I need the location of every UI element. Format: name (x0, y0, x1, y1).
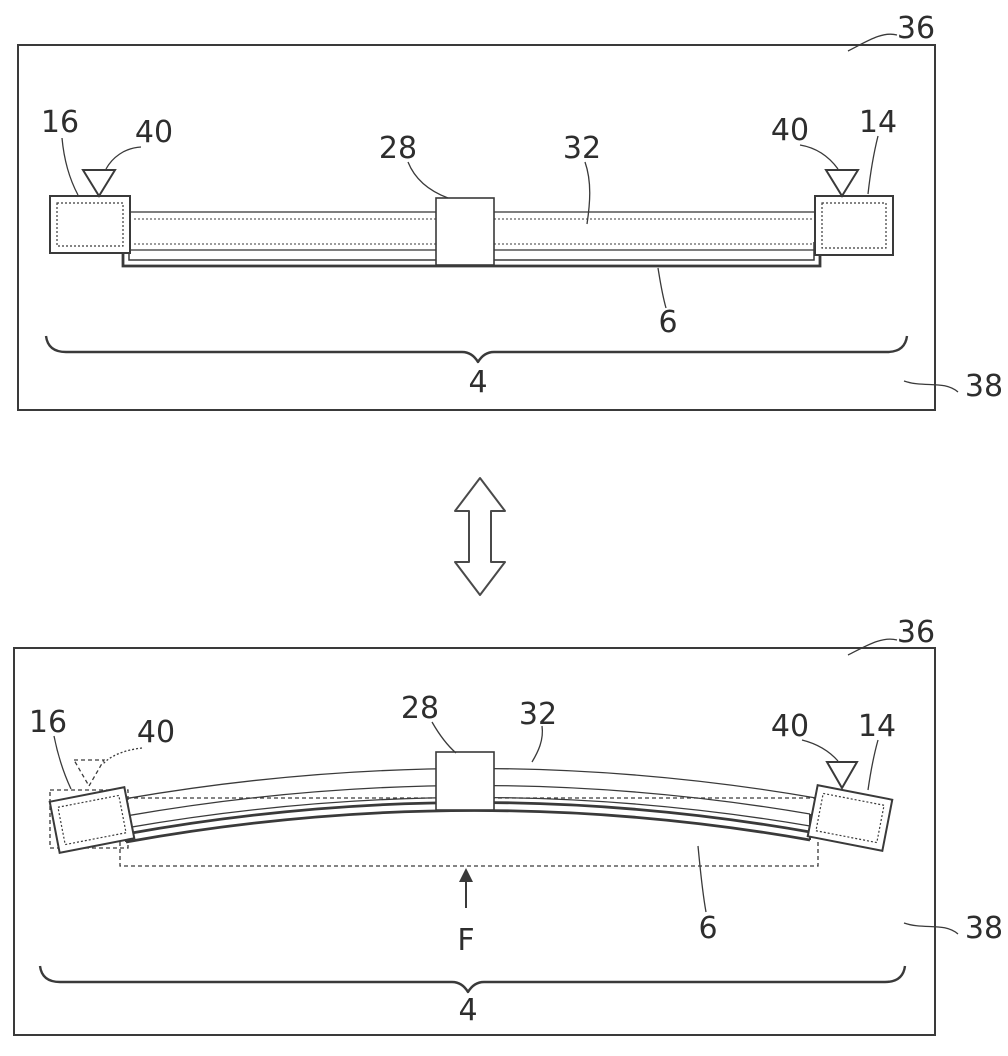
bottom-leader-36 (847, 638, 898, 656)
top-label-4: 4 (468, 365, 487, 400)
double-arrow-icon (454, 477, 506, 596)
top-leader-36 (847, 33, 898, 52)
top-leader-6 (657, 267, 667, 309)
bottom-enclosure-rect (13, 647, 936, 1036)
top-left-block-inner (56, 202, 124, 247)
bottom-label-32: 32 (519, 697, 557, 732)
top-right-block-inner (821, 202, 887, 249)
bottom-center-block (435, 751, 495, 811)
bottom-label-28: 28 (401, 691, 439, 726)
top-leader-38 (903, 380, 959, 393)
bottom-right-block-inner (815, 792, 885, 844)
bottom-leader-40-left (102, 747, 143, 765)
bottom-label-16: 16 (29, 705, 67, 740)
bottom-right-block (806, 784, 894, 852)
bottom-label-14: 14 (858, 709, 896, 744)
top-label-40-left: 40 (135, 115, 173, 150)
bottom-label-38: 38 (965, 911, 1003, 946)
bottom-label-40-right: 40 (771, 709, 809, 744)
bottom-right-nozzle-triangle (825, 761, 859, 791)
bottom-left-block (48, 786, 136, 854)
force-arrow-head (459, 868, 473, 882)
top-label-6: 6 (658, 305, 677, 340)
top-brace (44, 335, 909, 364)
top-center-block (435, 197, 495, 266)
bottom-plate-lower (125, 809, 811, 844)
bottom-leader-38 (903, 922, 959, 935)
bottom-leader-14 (867, 739, 879, 791)
bottom-brace (38, 965, 907, 994)
bottom-label-6: 6 (698, 911, 717, 946)
bottom-right-block-group (806, 784, 894, 852)
bottom-leader-16 (53, 735, 72, 790)
top-label-40-right: 40 (771, 113, 809, 148)
top-enclosure-rect (17, 44, 936, 411)
top-label-14: 14 (859, 105, 897, 140)
top-right-nozzle-triangle (824, 169, 860, 198)
bottom-left-block-group (48, 786, 136, 854)
bottom-leader-28 (431, 721, 457, 754)
top-leader-16 (61, 137, 79, 196)
top-label-16: 16 (41, 105, 79, 140)
top-label-38: 38 (965, 369, 1003, 404)
top-label-28: 28 (379, 131, 417, 166)
top-leader-40-right (799, 144, 839, 170)
bottom-panel: 16 40 28 32 40 14 6 F 4 36 38 (13, 615, 1003, 1036)
bottom-left-block-inner (57, 794, 127, 846)
bottom-label-40-left: 40 (137, 715, 175, 750)
top-leader-28 (407, 161, 449, 199)
bottom-label-4: 4 (458, 993, 477, 1028)
top-right-block (814, 195, 894, 256)
top-label-36: 36 (897, 11, 935, 46)
top-left-block (49, 195, 131, 254)
top-leader-32 (584, 161, 591, 225)
bottom-leader-6 (697, 845, 707, 913)
bottom-label-F: F (457, 923, 474, 958)
bottom-label-36: 36 (897, 615, 935, 650)
bottom-leader-40-right (801, 739, 839, 762)
top-left-nozzle-triangle (81, 169, 117, 198)
bottom-ghost-left-nozzle (72, 759, 106, 788)
top-label-32: 32 (563, 131, 601, 166)
top-panel: 16 40 28 32 40 14 6 4 36 38 (17, 11, 1003, 411)
top-leader-40-left (105, 146, 142, 170)
bottom-leader-32 (531, 725, 544, 763)
top-leader-14 (867, 135, 879, 195)
